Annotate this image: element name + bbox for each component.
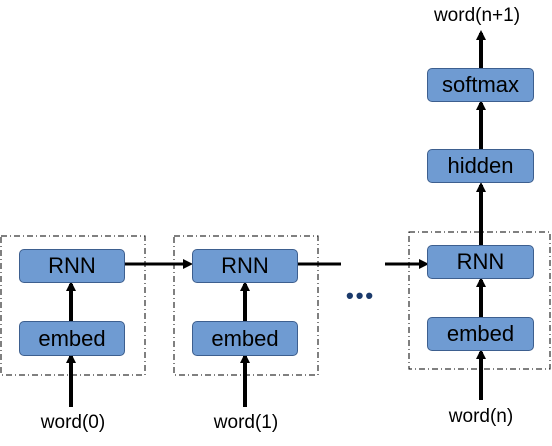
output-label: word(n+1) [433, 5, 521, 26]
rnn-node-0: RNN [19, 249, 125, 283]
input-label-0: word(0) [40, 412, 106, 433]
rnn-node-n: RNN [427, 245, 534, 279]
input-label-n: word(n) [448, 406, 514, 427]
embed-node-1: embed [192, 321, 298, 356]
softmax-node: softmax [427, 68, 534, 102]
embed-node-0: embed [19, 321, 125, 356]
hidden-node: hidden [427, 149, 534, 183]
ellipsis: ••• [346, 283, 376, 308]
embed-node-n: embed [427, 317, 534, 351]
input-label-1: word(1) [213, 412, 279, 433]
rnn-node-1: RNN [192, 249, 298, 283]
